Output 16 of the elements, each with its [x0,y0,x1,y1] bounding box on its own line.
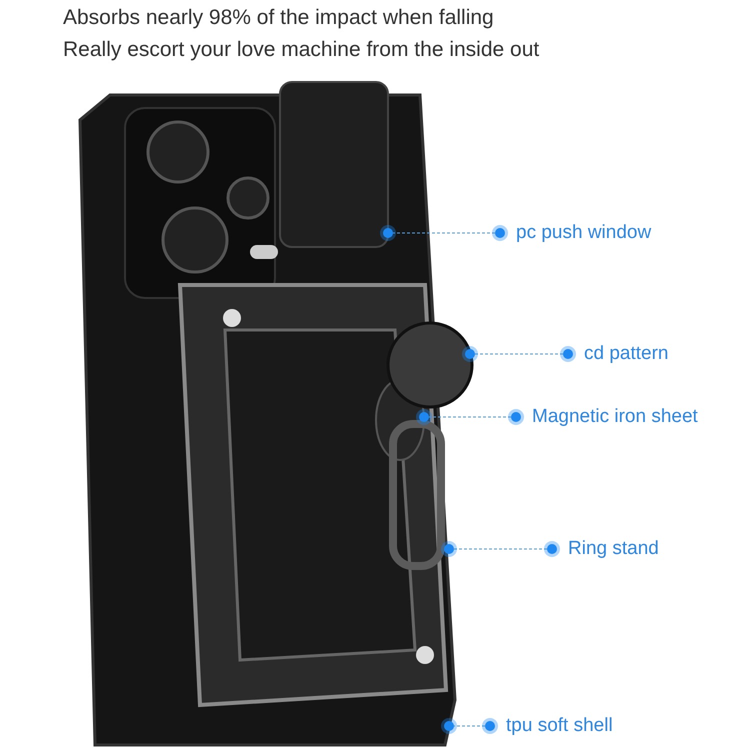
leader-line [441,718,498,734]
callout-label: Magnetic iron sheet [516,405,698,429]
callout-label: cd pattern [568,342,668,366]
leader-line [462,346,576,362]
leader-line [416,409,524,425]
callout-label: pc push window [500,221,652,245]
callout-label: tpu soft shell [490,714,613,738]
leader-line [380,225,508,241]
headline-text: Absorbs nearly 98% of the impact when falling [63,6,494,30]
soft-shell [78,94,456,746]
cd-pattern-disc [386,322,474,408]
push-window-slider [279,81,389,248]
callout-label: Ring stand [552,537,659,561]
leader-line [441,541,560,557]
headline-text: Really escort your love machine from the inside out [63,38,540,62]
ring-stand [389,420,445,570]
